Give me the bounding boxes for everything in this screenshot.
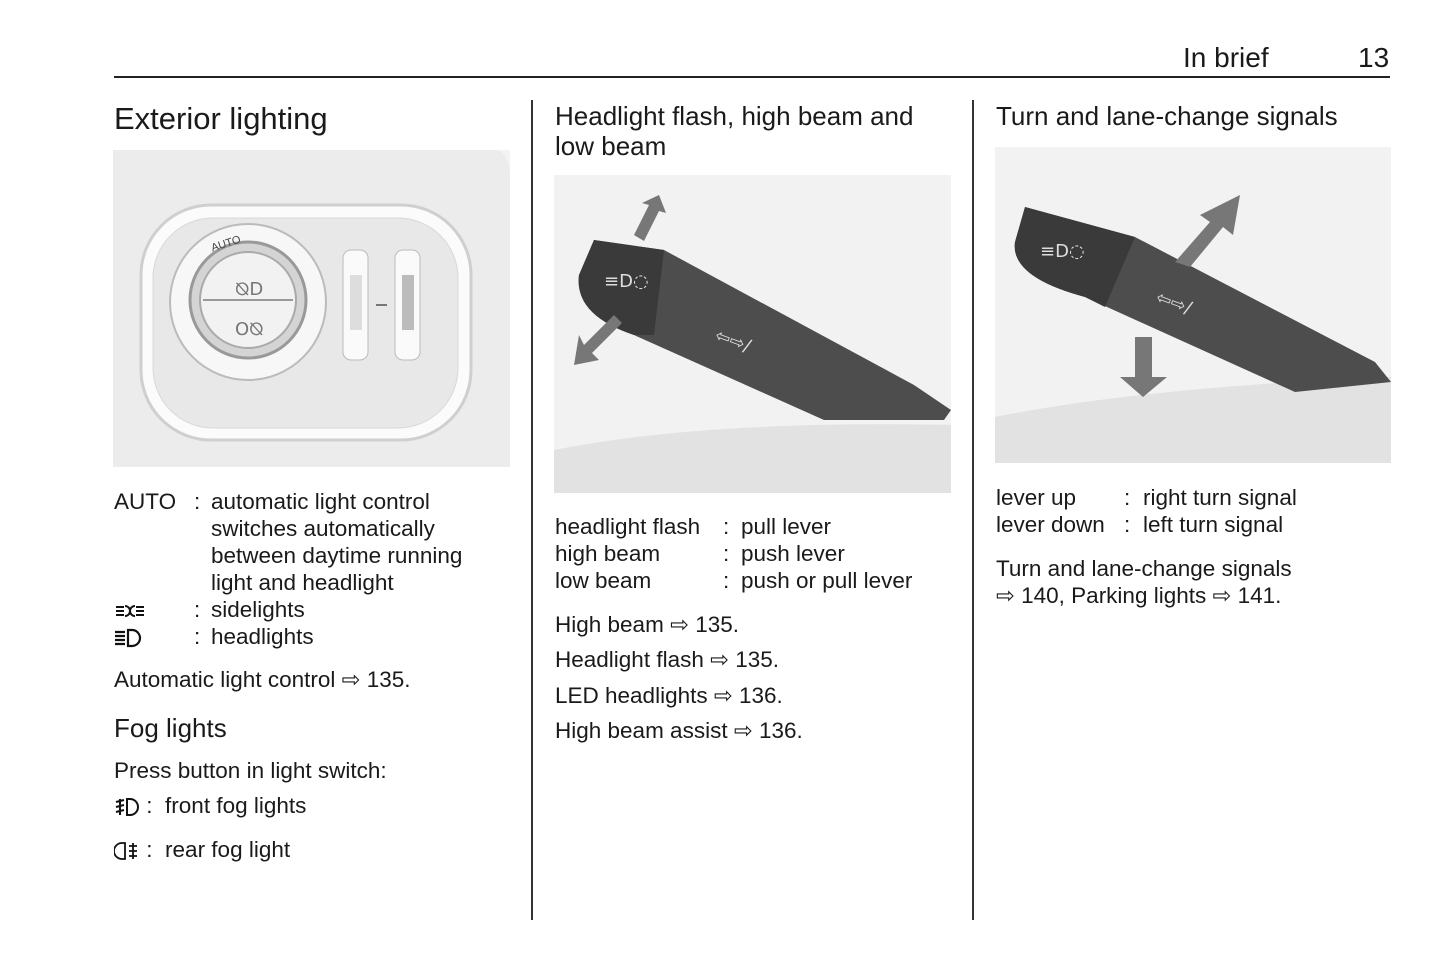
column-divider — [972, 100, 974, 920]
legend-text: headlights — [211, 624, 314, 649]
fog-item: : front fog lights — [114, 792, 306, 819]
legend-text: automatic light control — [211, 489, 430, 514]
reference-high-beam: High beam ⇨ 135. — [555, 612, 739, 637]
svg-text:⦰D: ⦰D — [235, 279, 263, 300]
column-divider — [531, 100, 533, 920]
legend-text: switches automatically — [211, 516, 435, 541]
reference-automatic-light-control: Automatic light control ⇨ 135. — [114, 667, 411, 692]
legend-text: sidelights — [211, 597, 305, 622]
turn-signal-table: lever up:right turn signal lever down:le… — [996, 485, 1297, 537]
svg-text:≡D◌: ≡D◌ — [1040, 241, 1085, 262]
legend-text: light and headlight — [211, 570, 394, 595]
fog-intro: Press button in light switch: — [114, 758, 387, 783]
reference-arrow-icon: ⇨ — [710, 647, 729, 672]
svg-text:O⦰: O⦰ — [235, 319, 264, 340]
rear-fog-icon — [114, 837, 140, 862]
light-switch-illustration: ⦰D O⦰ AUTO — [113, 150, 510, 467]
front-fog-icon — [114, 793, 140, 818]
header-rule — [114, 76, 1390, 78]
section-title: In brief — [1183, 42, 1269, 73]
svg-text:≡D◌: ≡D◌ — [604, 271, 649, 292]
lever-action-table: headlight flash:pull lever high beam:pus… — [555, 514, 913, 593]
separator: : — [194, 624, 201, 649]
page-number: 13 — [1358, 42, 1390, 73]
fog-item: : rear fog light — [114, 836, 290, 863]
reference-arrow-icon: ⇨ — [670, 612, 689, 637]
heading-exterior-lighting: Exterior lighting — [114, 101, 328, 136]
heading-fog-lights: Fog lights — [114, 713, 227, 743]
reference-arrow-icon: ⇨ — [996, 583, 1015, 608]
legend-text: between daytime running — [211, 543, 463, 568]
turn-signal-lever-illustration: ≡D◌ ⇦⇨/ — [995, 147, 1391, 463]
reference-arrow-icon: ⇨ — [713, 683, 733, 708]
reference-turn-signals: Turn and lane-change signals ⇨ 140, Park… — [996, 556, 1292, 608]
legend-key: AUTO — [114, 489, 177, 514]
reference-led-headlights: LED headlights ⇨ 136. — [555, 683, 783, 708]
separator: : — [194, 489, 201, 514]
heading-turn-signals: Turn and lane-change signals — [996, 101, 1338, 131]
sidelights-icon — [114, 596, 194, 623]
reference-arrow-icon: ⇨ — [1212, 583, 1232, 608]
reference-arrow-icon: ⇨ — [733, 718, 753, 743]
reference-arrow-icon: ⇨ — [341, 667, 361, 692]
separator: : — [194, 597, 201, 622]
headlights-icon — [114, 623, 194, 650]
lever-illustration: ≡D◌ ⇦⇨/ — [554, 175, 951, 493]
reference-high-beam-assist: High beam assist ⇨ 136. — [555, 718, 803, 743]
reference-headlight-flash: Headlight flash ⇨ 135. — [555, 647, 780, 672]
